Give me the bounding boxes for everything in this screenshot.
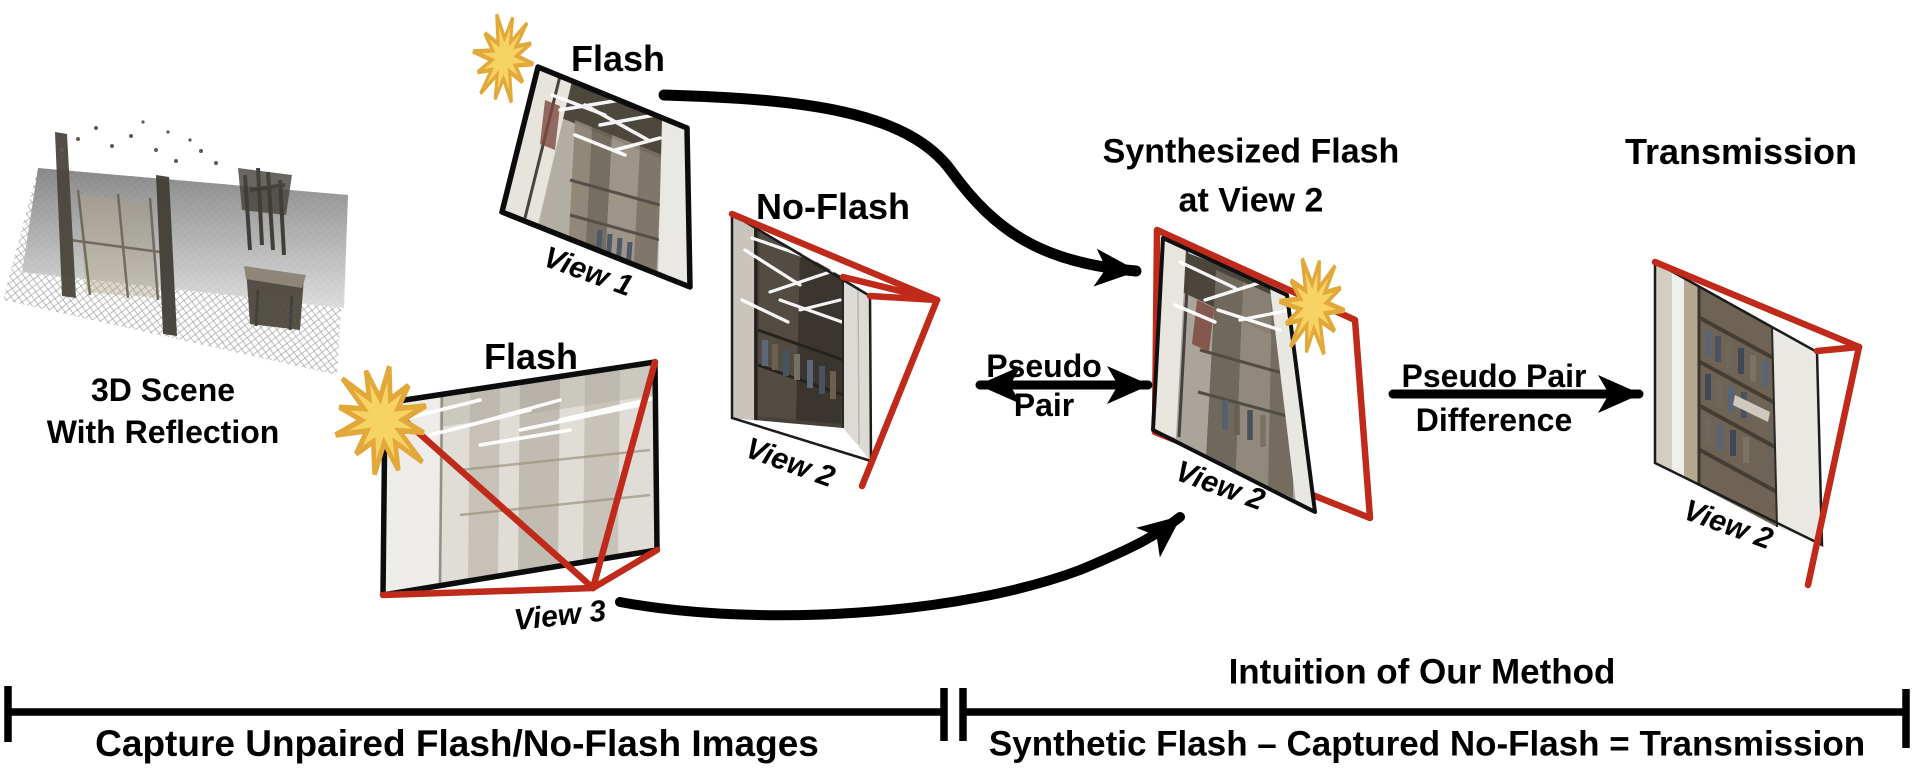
left-section-label: Capture Unpaired Flash/No-Flash Images bbox=[95, 723, 819, 765]
pseudo-pair-difference-label: Pseudo Pair Difference bbox=[1402, 354, 1587, 442]
transmission-title: Transmission bbox=[1624, 130, 1858, 172]
left-section-bracket bbox=[4, 686, 948, 742]
pseudo-pair-label-line2: Pair bbox=[1013, 387, 1075, 423]
scene-label: 3D Scene With Reflection bbox=[47, 369, 280, 453]
pseudo-pair-difference-line1: Pseudo Pair bbox=[1401, 357, 1587, 394]
synthesized-flash-title-line2: at View 2 bbox=[1178, 182, 1324, 220]
point-cloud-3d-scene bbox=[3, 120, 348, 375]
right-section-label: Synthetic Flash – Captured No-Flash = Tr… bbox=[988, 724, 1866, 764]
noflash-title: No-Flash bbox=[755, 185, 911, 227]
synthesized-flash-title-line1: Synthesized Flash bbox=[1102, 132, 1400, 171]
arrow-flash1-to-synth bbox=[658, 89, 1142, 287]
scene-label-line1: 3D Scene bbox=[90, 371, 236, 408]
pseudo-pair-difference-line2: Difference bbox=[1415, 402, 1573, 438]
flash-view3-photo bbox=[379, 358, 661, 599]
right-section-bracket bbox=[959, 688, 1910, 748]
transmission-photo bbox=[1651, 258, 1863, 589]
flash-view3-title: Flash bbox=[483, 335, 579, 377]
pseudo-pair-label: Pseudo Pair bbox=[986, 347, 1102, 425]
pseudo-pair-label-line1: Pseudo bbox=[986, 347, 1102, 384]
right-section-title: Intuition of Our Method bbox=[1228, 652, 1616, 692]
arrow-view3-to-synth bbox=[615, 512, 1185, 621]
transmission-camera-frustum bbox=[1651, 258, 1863, 589]
noflash-view2-photo bbox=[728, 210, 941, 490]
synthesized-flash-title: Synthesized Flash at View 2 bbox=[1103, 128, 1400, 227]
scene-label-line2: With Reflection bbox=[46, 414, 280, 450]
flow-arrows bbox=[615, 89, 1644, 621]
flash-view1-title: Flash bbox=[570, 37, 666, 79]
noflash-camera-frustum bbox=[728, 210, 941, 490]
